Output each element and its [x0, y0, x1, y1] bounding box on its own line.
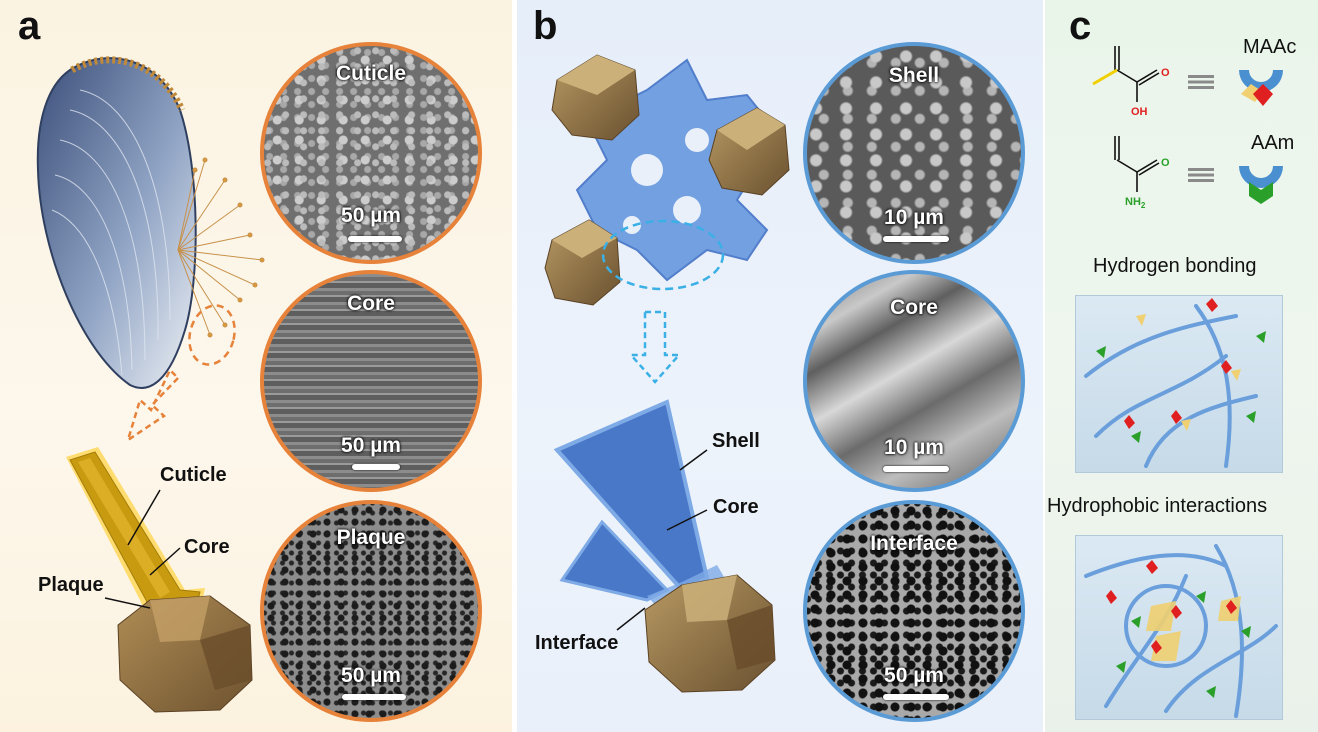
scale-label: 50 µm	[341, 664, 401, 687]
aam-nh2-label: NH2	[1125, 196, 1146, 211]
sem-image-shell: Shell 10 µm	[803, 42, 1025, 264]
down-arrow	[628, 310, 682, 384]
sem-image-plaque: Plaque 50 µm	[260, 500, 482, 722]
aam-icon	[1239, 166, 1283, 204]
sem-title: Shell	[888, 64, 940, 87]
sem-title: Interface	[870, 532, 958, 555]
scale-label: 50 µm	[341, 434, 401, 457]
mussel-shell	[36, 56, 197, 389]
pointer-cuticle	[127, 489, 161, 546]
panel-letter-c: c	[1069, 4, 1092, 48]
scale-label: 50 µm	[341, 204, 401, 227]
scale-bar	[883, 466, 949, 472]
pointer-shell	[679, 449, 708, 471]
zoom-ellipse	[188, 304, 236, 366]
scale-label: 50 µm	[884, 664, 944, 687]
thread-core	[78, 458, 170, 598]
zoom-arrow	[125, 367, 180, 443]
maac-name: MAAc	[1243, 36, 1297, 58]
sem-image-interface: Interface 50 µm	[803, 500, 1025, 722]
scale-bar	[348, 236, 402, 242]
label-shell: Shell	[712, 430, 760, 452]
hydrophobic-interactions-cube	[1075, 535, 1283, 720]
panel-c: c O OH MAAc O NH2 AAm Hydrogen b	[1045, 0, 1318, 732]
pointer-plaque	[104, 597, 151, 609]
hydrophobic-network	[1084, 544, 1278, 718]
svg-text:O: O	[1161, 67, 1170, 79]
aam-name: AAm	[1251, 132, 1295, 154]
stone	[544, 219, 621, 306]
label-plaque: Plaque	[38, 574, 104, 596]
zoom-ellipse	[601, 219, 725, 291]
label-interface: Interface	[535, 632, 619, 654]
sem-image-cuticle: Cuticle 50 µm	[260, 42, 482, 264]
pointer-core	[149, 547, 181, 576]
scale-bar	[883, 236, 949, 242]
panel-b: b	[517, 0, 1043, 732]
label-cuticle: Cuticle	[160, 464, 227, 486]
equivalent-sign	[1188, 168, 1214, 182]
interaction-title-hydrogen: Hydrogen bonding	[1093, 255, 1257, 277]
sem-image-core: Core 10 µm	[803, 270, 1025, 492]
sem-title: Plaque	[336, 526, 406, 549]
stone	[551, 54, 640, 141]
pointer-core	[666, 509, 708, 531]
panel-a: a	[0, 0, 512, 732]
sem-title: Core	[890, 296, 938, 319]
label-core: Core	[184, 536, 230, 558]
sem-title: Cuticle	[335, 62, 406, 85]
scale-label: 10 µm	[884, 206, 944, 229]
scale-label: 10 µm	[884, 436, 944, 459]
label-core: Core	[713, 496, 759, 518]
hydrogen-network	[1084, 298, 1266, 468]
interaction-title-hydrophobic: Hydrophobic interactions	[1047, 495, 1268, 517]
scale-bar	[883, 694, 949, 700]
equivalent-sign	[1188, 75, 1214, 89]
maac-icon	[1239, 70, 1283, 106]
svg-text:O: O	[1161, 157, 1170, 169]
maac-structure: O	[1092, 46, 1170, 102]
scale-bar	[352, 464, 400, 470]
sem-image-core: Core 50 µm	[260, 270, 482, 492]
mussel-illustration	[36, 56, 265, 713]
hydrogel-illustration	[544, 54, 790, 693]
stone	[644, 574, 776, 693]
scale-bar	[342, 694, 406, 700]
sem-title: Core	[347, 292, 395, 315]
pointer-interface	[616, 607, 646, 631]
aam-structure: O	[1114, 136, 1170, 192]
hydrogen-bonding-cube	[1075, 295, 1283, 473]
maac-oh-label: OH	[1131, 106, 1148, 118]
panel-letter-a: a	[18, 4, 41, 48]
panel-letter-b: b	[533, 4, 558, 48]
stone	[117, 595, 253, 713]
byssal-threads	[177, 157, 265, 338]
stone	[708, 107, 790, 196]
